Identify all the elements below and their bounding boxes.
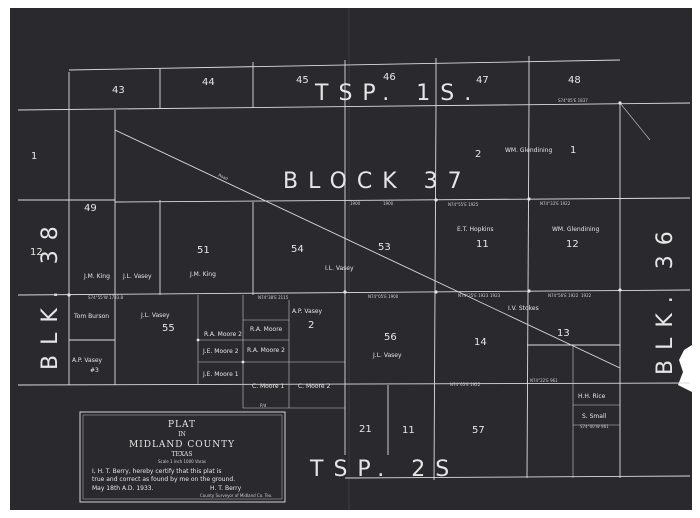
section-54: 54 (291, 244, 304, 255)
owner-vasey-4: J.L. Vasey (372, 352, 402, 359)
section-12-right: 12 (566, 239, 579, 250)
section-numbers: 43 44 45 46 47 48 1 2 1 49 51 54 53 11 1… (30, 72, 581, 436)
found-marker-1: P/d (260, 403, 267, 408)
distance-3: 1923 (490, 293, 501, 298)
block-36-label: BLK. 36 (653, 221, 678, 375)
owner-moore-2: R.A. Moore 2 (247, 347, 285, 354)
owner-hopkins: E.T. Hopkins (457, 226, 494, 233)
owner-glendinning-2: WM. Glendining (552, 226, 599, 233)
certification-line-1: I, H. T. Berry, hereby certify that this… (92, 468, 221, 475)
owner-moore-4: J.E. Moore 2 (202, 348, 239, 355)
distance-2: 1900 (383, 201, 394, 206)
section-45: 45 (296, 75, 309, 86)
title-line-4: TEXAS (172, 451, 193, 458)
section-12-left: 12 (30, 247, 43, 258)
owner-stokes: I.V. Stokes (508, 305, 539, 312)
owner-moore-5: J.E. Moore 1 (202, 371, 239, 378)
section-21: 21 (359, 424, 372, 435)
title-line-3: MIDLAND COUNTY (129, 440, 235, 450)
owner-king-2: J.M. King (189, 271, 216, 278)
owner-king-1: J.M. King (83, 273, 110, 280)
section-47: 47 (476, 75, 489, 86)
section-44: 44 (202, 77, 215, 88)
section-14: 14 (474, 337, 487, 348)
bearing-3: N74°33'E 1922 (540, 201, 571, 206)
road-label: Road (218, 172, 230, 181)
block-38-label: BLK. 38 (38, 216, 63, 370)
section-55: 55 (162, 323, 175, 334)
distance-4: 1922 (581, 293, 592, 298)
owner-burson: Tom Burson (73, 313, 109, 320)
survey-lines (17, 56, 691, 481)
owner-vasey-2: I.L. Vasey (325, 265, 354, 272)
section-57: 57 (472, 425, 485, 436)
blueprint-paper (10, 8, 692, 510)
distance-1: 1900 (350, 201, 361, 206)
certification-date: May 18th A.D. 1933. (92, 485, 154, 492)
owner-glendinning-1: WM. Glendining (505, 147, 552, 154)
owner-vasey-1: J.L. Vasey (122, 273, 152, 280)
bearing-7: N74°35'E 1923 (458, 293, 489, 298)
township-label-bottom: TSP. 2S (309, 457, 459, 482)
block-37-label: BLOCK 37 (283, 169, 472, 194)
owner-rice: H.H. Rice (578, 393, 606, 400)
section-2-middle: 2 (308, 320, 314, 331)
bearing-4: S74°55'W 1733.8 (88, 295, 123, 300)
section-56: 56 (384, 332, 397, 343)
bearing-2: N74°55'E 1925 (448, 202, 479, 207)
section-11-bottom: 11 (402, 425, 415, 436)
survey-bearings: S74°05'E 1837 N74°55'E 1925 N74°33'E 192… (88, 98, 609, 429)
owner-moore-3: R.A. Moore 2 (204, 331, 242, 338)
bearing-8: N74°56'E 1922 (548, 293, 579, 298)
section-49: 49 (84, 203, 97, 214)
surveyor-signature: H. T. Berry (210, 485, 242, 492)
owner-moore-7: C. Moore 2 (298, 383, 330, 390)
corner-markers (67, 101, 622, 364)
township-label-top: TSP. 1S. (314, 81, 481, 106)
title-block: PLAT IN MIDLAND COUNTY TEXAS Scale 1 inc… (79, 411, 286, 503)
owner-small: S. Small (582, 413, 607, 420)
bearing-11: S74°00'W 961 (580, 424, 609, 429)
section-1-left: 1 (31, 151, 37, 162)
torn-edge (678, 345, 692, 392)
owner-names: WM. Glendining WM. Glendining E.T. Hopki… (72, 147, 607, 420)
certification-line-2: true and correct as found by me on the g… (92, 476, 235, 483)
section-11-top: 11 (476, 239, 489, 250)
bearing-10: N74°22'E 961 (530, 378, 558, 383)
section-43: 43 (112, 85, 125, 96)
section-48: 48 (568, 75, 581, 86)
section-46: 46 (383, 72, 396, 83)
owner-vasey-5: A.P. Vasey (72, 357, 103, 364)
bearing-6: N74°05'E 1900 (368, 294, 399, 299)
owner-vasey-3: J.L. Vasey (140, 312, 170, 319)
section-51: 51 (197, 245, 210, 256)
owner-moore-1: R.A. Moore (250, 326, 283, 333)
surveyor-title: County Surveyor of Midland Co. Tex. (200, 493, 272, 498)
section-53: 53 (378, 242, 391, 253)
owner-moore-6: C. Moore 1 (252, 383, 284, 390)
bearing-1: S74°05'E 1837 (558, 98, 588, 103)
title-line-2: IN (178, 431, 186, 438)
title-scale: Scale 1 inch 1000 Varas (158, 459, 206, 464)
owner-vasey-5-number: #3 (90, 367, 99, 374)
title-line-1: PLAT (168, 420, 196, 430)
bearing-5: N74°38'E 2115 (258, 295, 289, 300)
section-2: 2 (475, 149, 481, 160)
bearing-9: N74°05'E 1922 (450, 382, 481, 387)
section-1-right: 1 (570, 145, 576, 156)
section-13: 13 (557, 328, 570, 339)
owner-vasey-6: A.P. Vasey (292, 308, 323, 315)
